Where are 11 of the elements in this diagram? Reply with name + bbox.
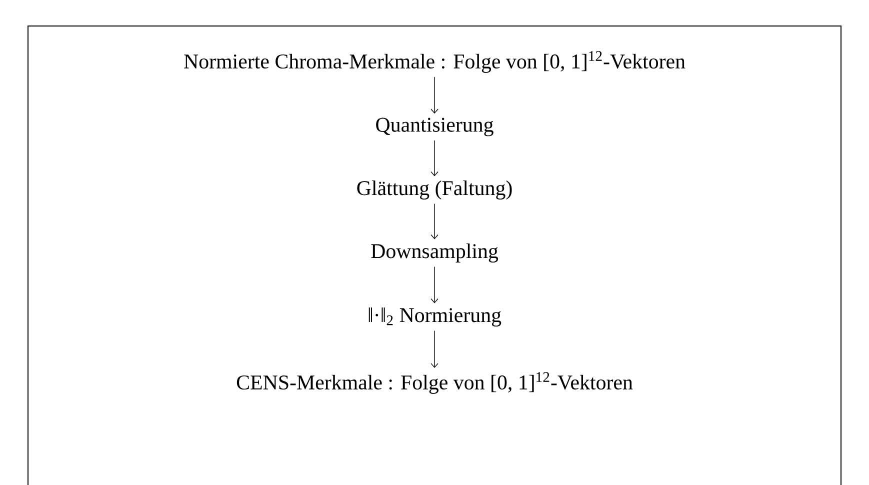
step-label: Normierte Chroma-Merkmale : Folge von [0, 1]$^{12}$-Vektoren: [184, 51, 686, 73]
step-label: ‖·‖$_{2}$ Normierung: [368, 307, 502, 326]
arrow: [430, 76, 438, 114]
arrow: [430, 330, 438, 368]
step-label: CENS-Merkmale : Folge von [0, 1]$^{12}$-Vektoren: [236, 372, 633, 394]
arrow: [430, 266, 438, 304]
arrow: [430, 203, 438, 240]
arrow: [430, 140, 438, 176]
step-label: Glättung (Faltung): [357, 180, 512, 200]
step-label: Quantisierung: [376, 118, 494, 136]
step-label: Downsampling: [371, 243, 498, 262]
